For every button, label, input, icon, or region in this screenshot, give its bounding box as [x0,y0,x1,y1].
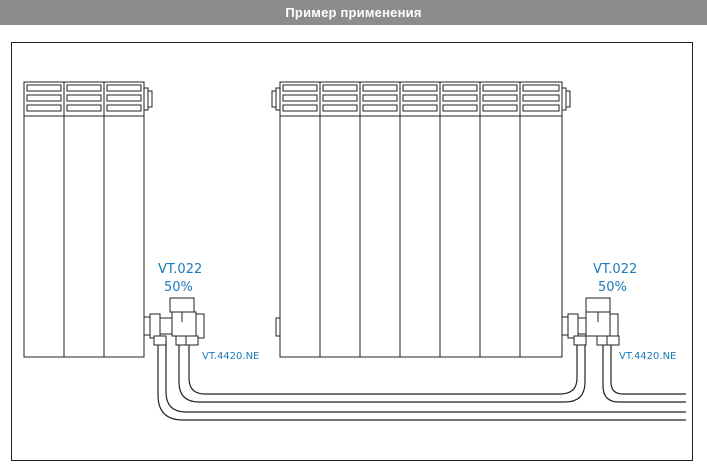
right-valve [561,297,620,346]
header-bar: Пример применения [0,0,707,25]
left-valve-percent-label: 50% [164,280,193,295]
left-radiator [23,81,153,358]
right-valve-model-label: VT.022 [593,262,638,277]
right-radiator [271,81,571,358]
diagram-frame [11,42,693,461]
pipes [157,340,686,421]
left-valve [143,297,205,346]
left-valve-model-label: VT.022 [158,262,203,277]
right-fitting-label: VT.4420.NE [619,351,677,362]
right-valve-percent-label: 50% [598,280,627,295]
left-fitting-label: VT.4420.NE [202,351,260,362]
header-title: Пример применения [285,5,422,20]
